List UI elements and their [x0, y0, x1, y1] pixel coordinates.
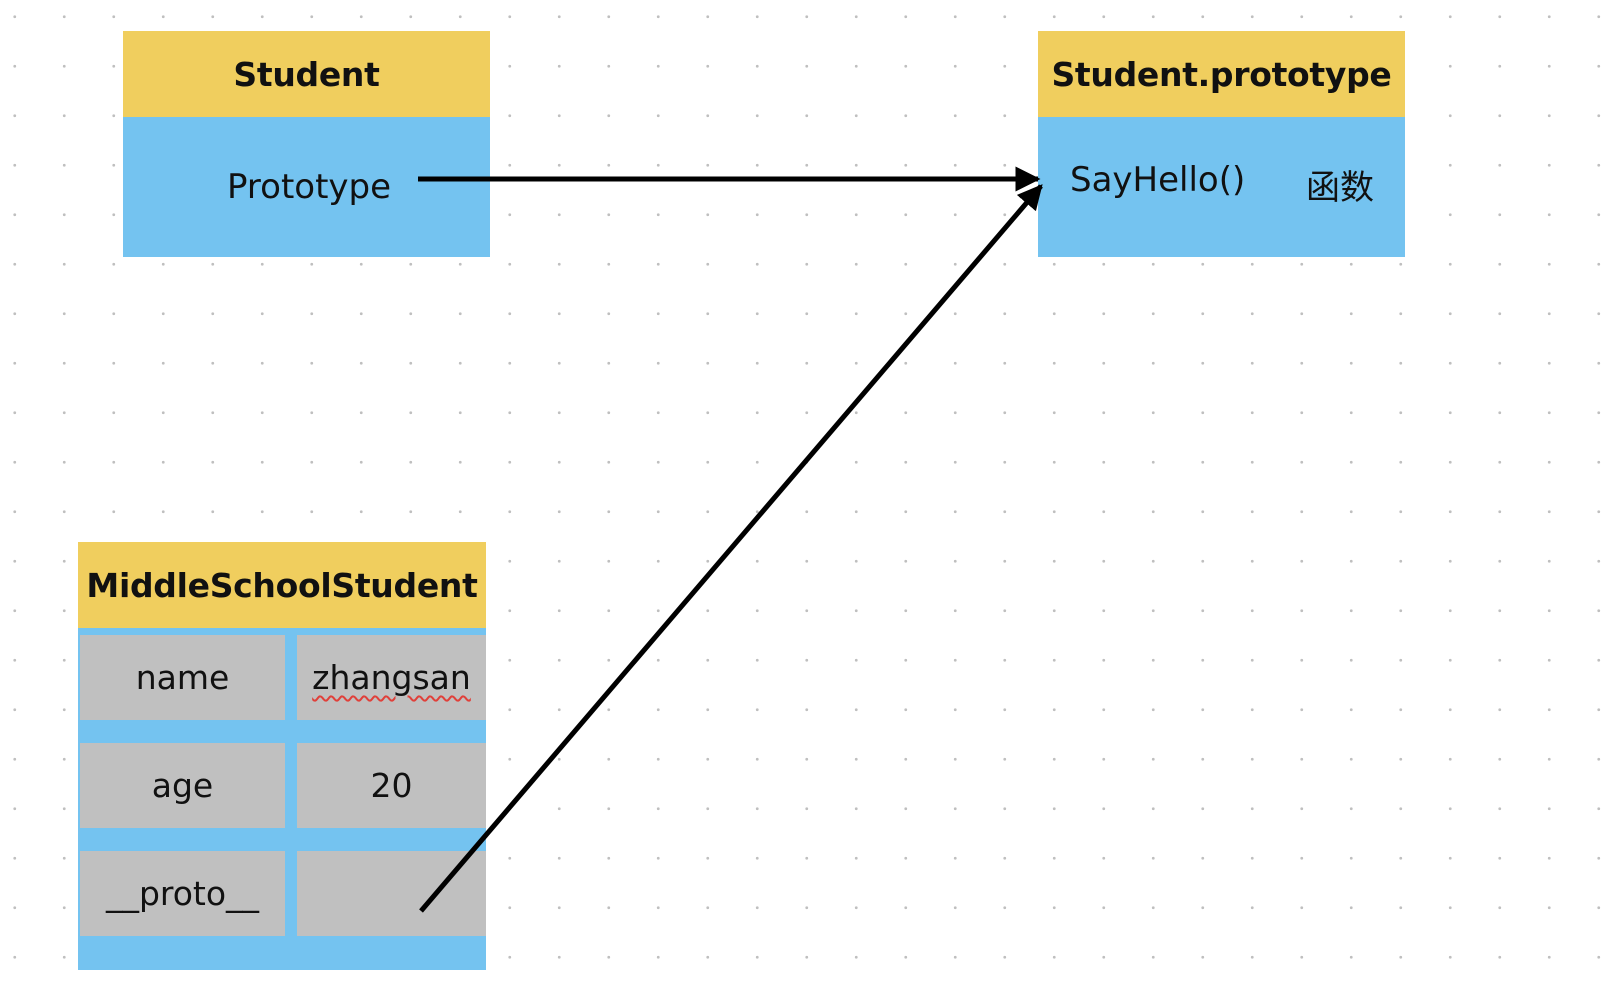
middle-school-student-box: MiddleSchoolStudent name zhangsan age 20…: [78, 542, 486, 970]
field-key-age: age: [80, 743, 285, 828]
student-prototype-box-header: Student.prototype: [1038, 31, 1405, 117]
field-key-name: name: [80, 635, 285, 720]
field-key-proto: __proto__: [80, 851, 285, 936]
field-key-proto-text: __proto__: [105, 874, 260, 913]
proto-to-student-prototype-arrow: [419, 184, 1043, 913]
field-value-name: zhangsan: [297, 635, 486, 720]
field-key-name-text: name: [135, 658, 230, 697]
field-value-age: 20: [297, 743, 486, 828]
middle-school-student-title: MiddleSchoolStudent: [86, 565, 478, 605]
sayhello-note: 函数: [1306, 168, 1374, 208]
student-box-header: Student: [123, 31, 490, 117]
sayhello-method: SayHello(): [1070, 160, 1246, 200]
middle-school-student-box-header: MiddleSchoolStudent: [78, 542, 486, 628]
student-prototype-field: Prototype: [227, 167, 392, 207]
field-value-age-text: 20: [370, 766, 413, 805]
student-title: Student: [233, 54, 380, 94]
student-box: Student Prototype: [123, 31, 490, 257]
student-box-body: Prototype: [123, 117, 490, 257]
student-prototype-box: Student.prototype SayHello() 函数: [1038, 31, 1405, 257]
field-key-age-text: age: [151, 766, 214, 805]
field-value-name-text: zhangsan: [312, 658, 471, 697]
middle-school-student-box-body: name zhangsan age 20 __proto__: [78, 628, 486, 970]
student-prototype-title: Student.prototype: [1051, 54, 1392, 94]
student-prototype-box-body: SayHello() 函数: [1038, 117, 1405, 257]
field-value-proto: [297, 851, 486, 936]
